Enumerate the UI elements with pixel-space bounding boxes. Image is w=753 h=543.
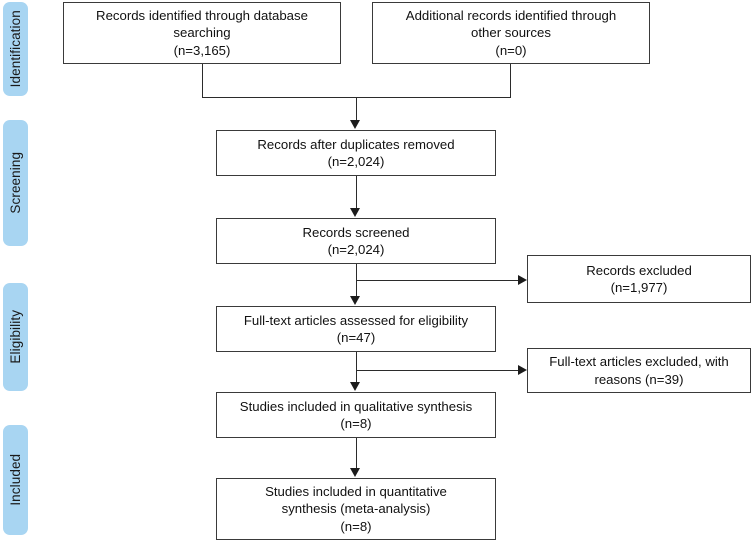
- arrow-into-fulltext-assessed: [350, 296, 360, 305]
- arrow-into-duplicates-removed: [350, 120, 360, 129]
- stage-tab-eligibility-label: Eligibility: [7, 310, 23, 364]
- box-records-excluded-text: Records excluded (n=1,977): [586, 262, 692, 295]
- box-fulltext-excluded: Full-text articles excluded, with reason…: [527, 348, 751, 393]
- box-database-searching-text: Records identified through database sear…: [96, 7, 308, 58]
- stage-tab-included: Included: [3, 425, 28, 535]
- stage-tab-screening-label: Screening: [7, 152, 23, 214]
- connector-duplicates-to-screened: [356, 176, 357, 209]
- stage-tab-identification-label: Identification: [7, 10, 23, 88]
- box-quantitative-synthesis-text: Studies included in quantitative synthes…: [265, 483, 447, 534]
- stage-tab-eligibility: Eligibility: [3, 283, 28, 391]
- box-duplicates-removed-text: Records after duplicates removed (n=2,02…: [257, 136, 455, 169]
- box-other-sources: Additional records identified through ot…: [372, 2, 650, 64]
- connector-qualitative-to-quantitative: [356, 438, 357, 469]
- box-quantitative-synthesis: Studies included in quantitative synthes…: [216, 478, 496, 540]
- box-other-sources-text: Additional records identified through ot…: [405, 7, 617, 58]
- connector-merge-stem: [356, 97, 357, 121]
- box-qualitative-synthesis: Studies included in qualitative synthesi…: [216, 392, 496, 438]
- box-records-screened: Records screened (n=2,024): [216, 218, 496, 264]
- box-qualitative-synthesis-text: Studies included in qualitative synthesi…: [239, 398, 473, 431]
- stage-tab-identification: Identification: [3, 2, 28, 96]
- connector-assessed-to-qualitative: [356, 352, 357, 383]
- arrow-into-records-excluded: [518, 275, 527, 285]
- box-records-screened-text: Records screened (n=2,024): [302, 224, 410, 257]
- connector-other-sources-down: [510, 64, 511, 97]
- box-fulltext-excluded-text: Full-text articles excluded, with reason…: [549, 354, 729, 387]
- box-fulltext-assessed-text: Full-text articles assessed for eligibil…: [243, 312, 469, 345]
- arrow-into-quantitative-synthesis: [350, 468, 360, 477]
- connector-assessed-to-excluded: [356, 370, 521, 371]
- arrow-into-records-screened: [350, 208, 360, 217]
- connector-screened-to-excluded: [356, 280, 521, 281]
- arrow-into-qualitative-synthesis: [350, 382, 360, 391]
- arrow-into-fulltext-excluded: [518, 365, 527, 375]
- box-fulltext-assessed: Full-text articles assessed for eligibil…: [216, 306, 496, 352]
- box-database-searching: Records identified through database sear…: [63, 2, 341, 64]
- stage-tab-screening: Screening: [3, 120, 28, 246]
- connector-database-searching-down: [202, 64, 203, 97]
- box-records-excluded: Records excluded (n=1,977): [527, 255, 751, 303]
- box-duplicates-removed: Records after duplicates removed (n=2,02…: [216, 130, 496, 176]
- stage-tab-included-label: Included: [7, 454, 23, 506]
